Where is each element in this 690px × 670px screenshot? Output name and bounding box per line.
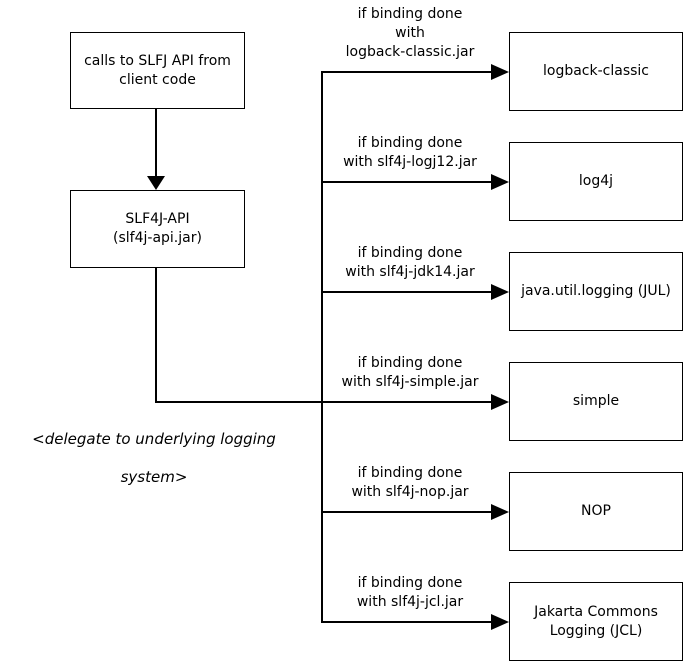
branch-label-log4j: if binding done with slf4j-logj12.jar — [343, 135, 477, 170]
branch-connector-line-simple — [322, 401, 492, 403]
arrowhead-right-icon — [491, 394, 509, 410]
branch-label-simple: if binding done with slf4j-simple.jar — [341, 355, 479, 390]
client-to-api-connector-line — [155, 109, 157, 179]
branch-label-jakarta-commons-logging-jcl: if binding done with slf4j-jcl.jar — [356, 575, 464, 610]
slf4j-api-box-line-1: SLF4J-API — [125, 211, 190, 227]
arrowhead-down-icon — [147, 176, 165, 190]
arrowhead-right-icon — [491, 504, 509, 520]
target-box-nop: NOP — [509, 472, 683, 551]
arrowhead-right-icon — [491, 174, 509, 190]
branch-connector-line-log4j — [322, 181, 492, 183]
branch-label-logback-classic: if binding done with logback-classic.jar — [345, 6, 475, 60]
target-box-jakarta-commons-logging-jcl: Jakarta Commons Logging (JCL) — [509, 582, 683, 661]
arrowhead-right-icon — [491, 64, 509, 80]
branch-connector-line-logback-classic — [322, 71, 492, 73]
arrowhead-right-icon — [491, 614, 509, 630]
slf4j-api-box-line-2: (slf4j-api.jar) — [113, 230, 202, 246]
client-code-box: calls to SLFJ API from client code — [70, 32, 245, 109]
target-box-java-util-logging-jul: java.util.logging (JUL) — [509, 252, 683, 331]
branch-label-java-util-logging-jul: if binding done with slf4j-jdk14.jar — [345, 245, 475, 280]
binding-trunk-line — [321, 71, 323, 623]
target-box-logback-classic: logback-classic — [509, 32, 683, 111]
slf4j-api-box: SLF4J-API (slf4j-api.jar) — [70, 190, 245, 268]
arrowhead-right-icon — [491, 284, 509, 300]
branch-connector-line-nop — [322, 511, 492, 513]
delegate-note-line-1: <delegate to underlying logging — [32, 430, 276, 448]
delegate-note-line-2: system> — [120, 468, 188, 486]
client-code-box-line-2: client code — [119, 71, 196, 88]
branch-connector-line-jakarta-commons-logging-jcl — [322, 621, 492, 623]
delegate-note: <delegate to underlying logging system> — [4, 411, 304, 506]
target-box-simple: simple — [509, 362, 683, 441]
branch-connector-line-java-util-logging-jul — [322, 291, 492, 293]
target-box-log4j: log4j — [509, 142, 683, 221]
api-delegate-connector-vertical — [155, 267, 157, 403]
api-delegate-connector-horizontal — [155, 401, 323, 403]
branch-label-nop: if binding done with slf4j-nop.jar — [351, 465, 469, 500]
client-code-box-line-1: calls to SLFJ API from — [84, 52, 231, 69]
